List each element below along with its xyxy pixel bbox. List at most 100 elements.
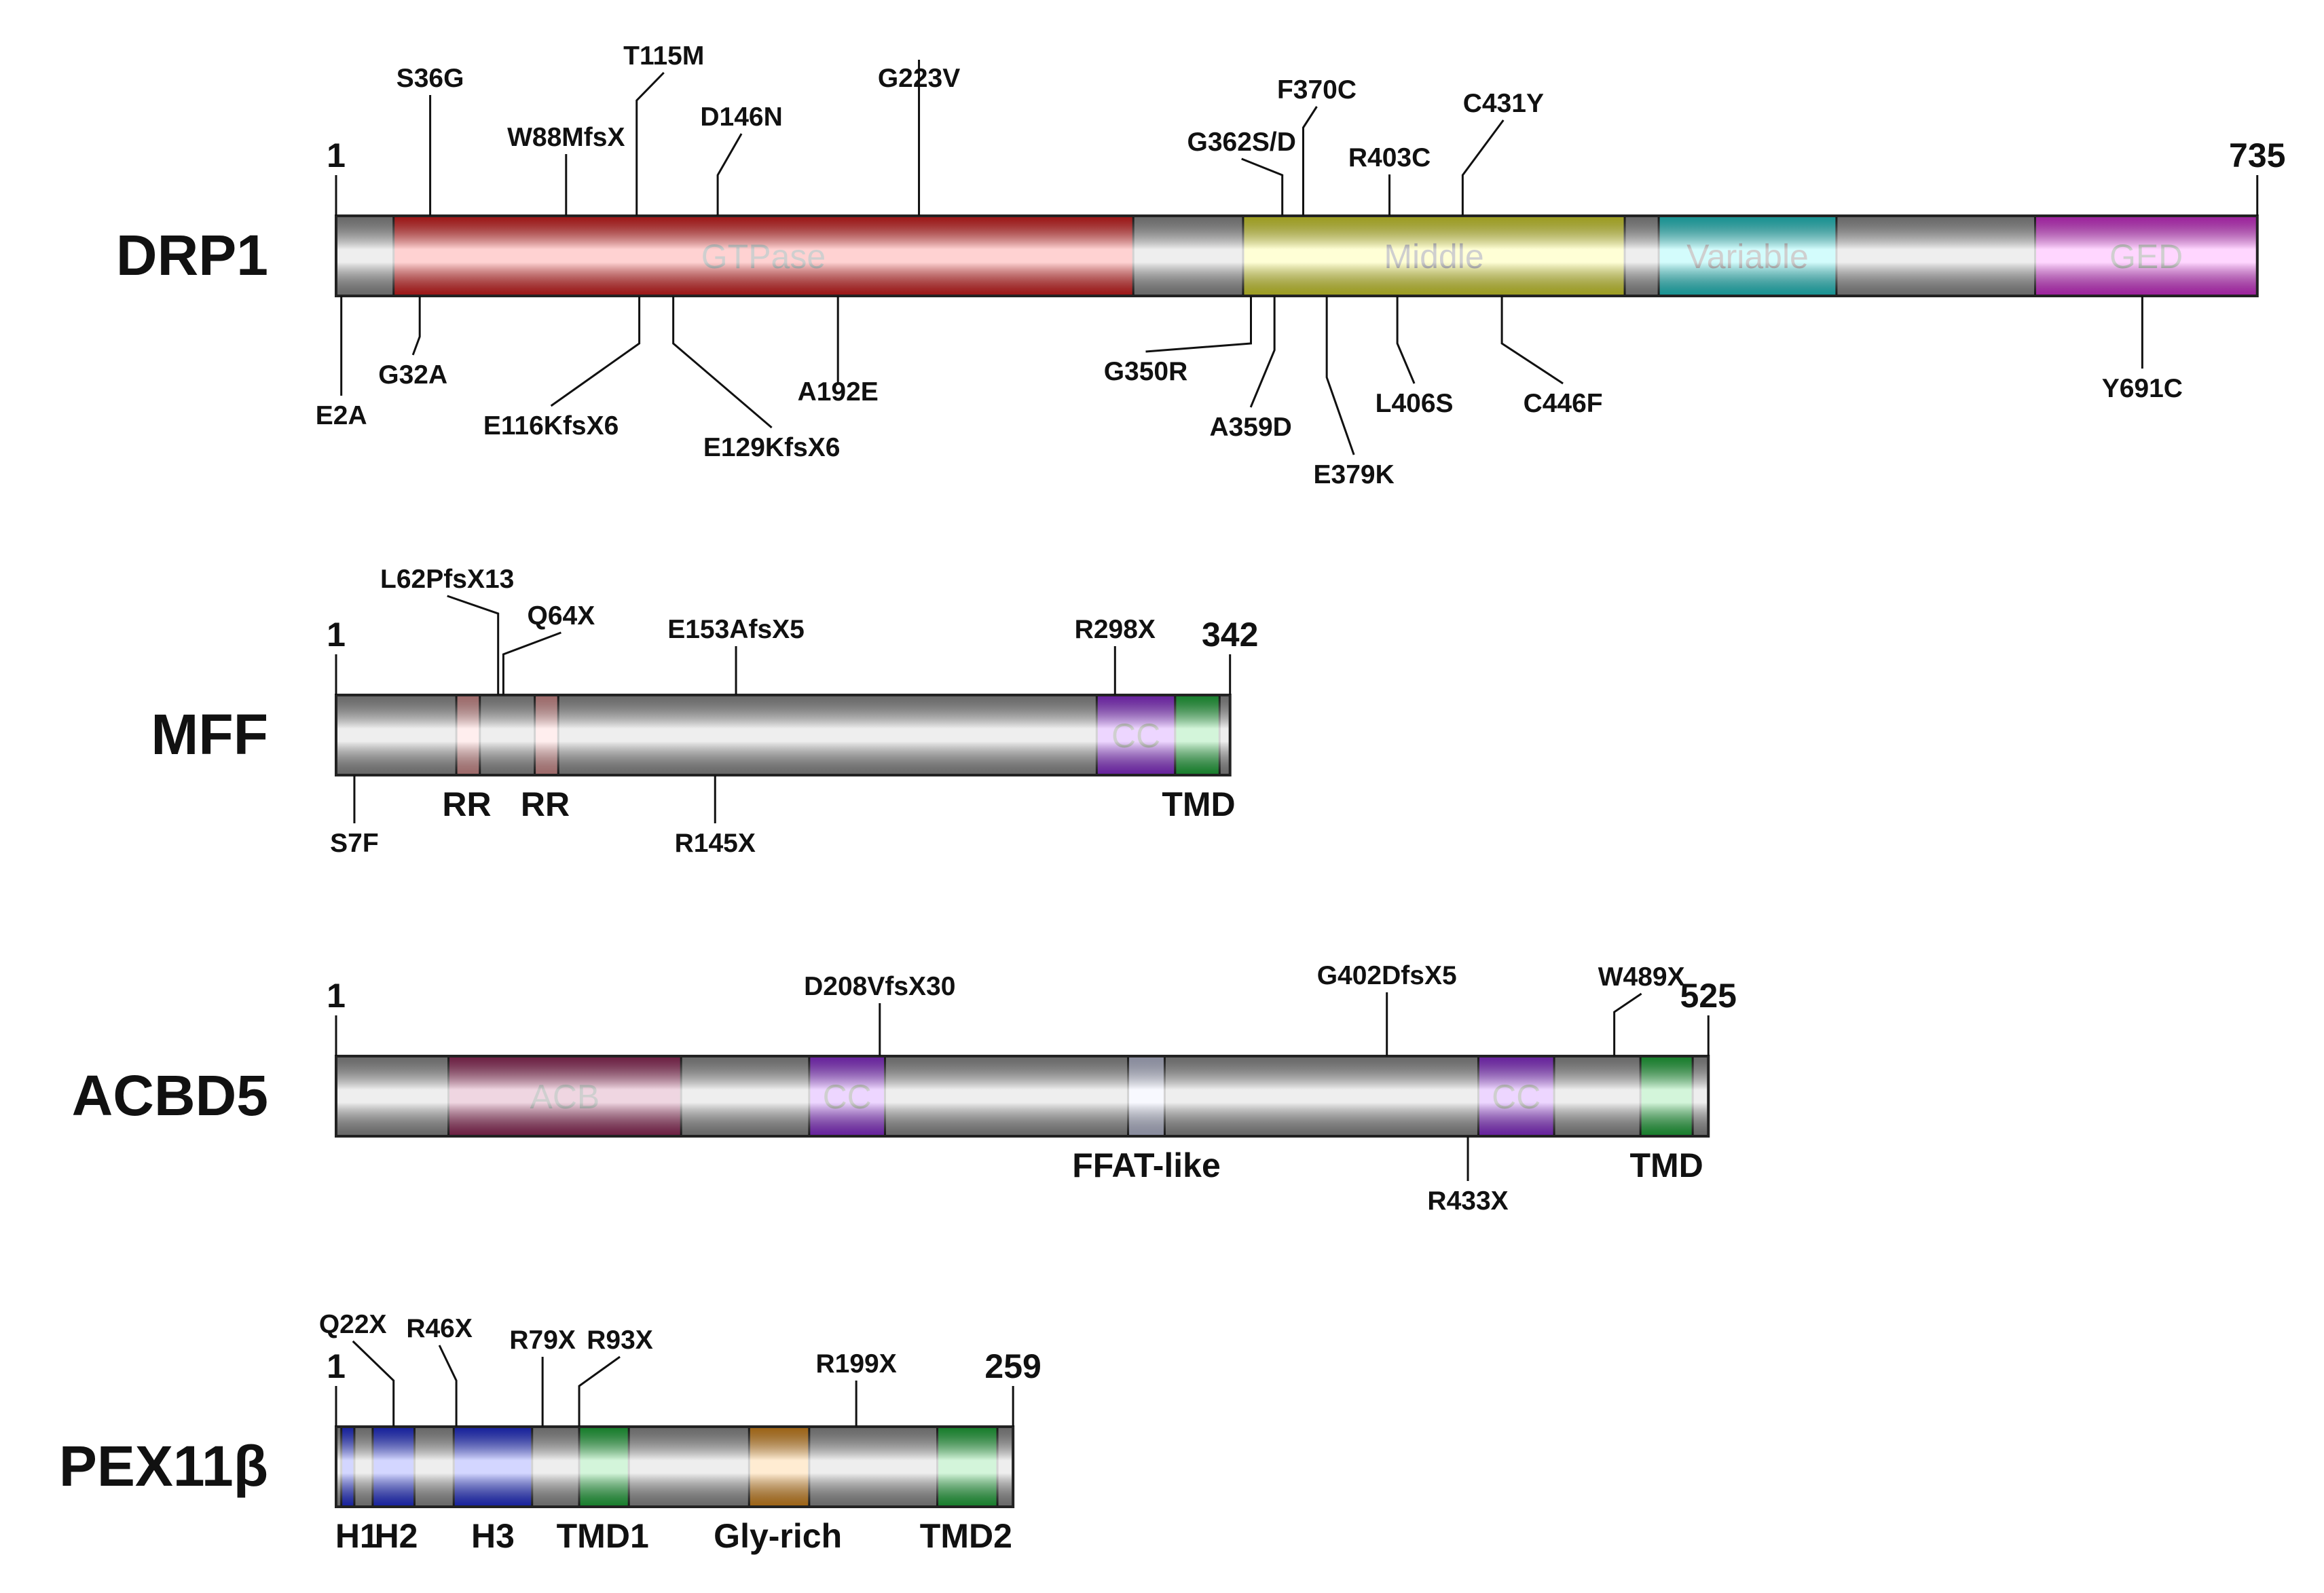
mutation-label: Y691C (2102, 374, 2183, 403)
mutation-label: R403C (1348, 143, 1431, 172)
mutation-marker: E153AfsX5 (667, 615, 805, 695)
mutation-marker: Q64X (502, 601, 595, 695)
mutation-label: R433X (1427, 1186, 1508, 1216)
mutation-marker: E116KfsX6 (483, 296, 641, 441)
mutation-marker: W489X (1598, 962, 1685, 1056)
start-position-label: 1 (327, 977, 346, 1015)
mutation-label: Q22X (319, 1310, 387, 1339)
mutation-leader-line (1241, 157, 1284, 216)
mutation-label: C446F (1524, 389, 1603, 418)
mutation-label: L406S (1376, 389, 1454, 418)
mutation-label: S36G (396, 64, 464, 93)
mutation-marker: G350R (1104, 296, 1252, 386)
mutation-label: C431Y (1463, 89, 1544, 118)
mutation-marker: C431Y (1461, 89, 1544, 216)
domain-gly (748, 1425, 811, 1508)
mutation-marker: L62PfsX13 (380, 565, 514, 695)
domain-label: ACB (530, 1078, 600, 1116)
start-position-label: 1 (327, 136, 346, 174)
backbone-outline (335, 694, 1232, 776)
mutation-marker: D208VfsX30 (804, 972, 955, 1056)
domain-rr (534, 694, 559, 776)
mutation-leader-line (447, 595, 500, 695)
mutation-leader-line (550, 296, 641, 407)
domain-label: Middle (1384, 238, 1483, 276)
mutation-marker: R298X (1075, 615, 1156, 695)
mutation-label: D146N (700, 102, 782, 132)
mutation-marker: G402DfsX5 (1317, 961, 1457, 1056)
end-position-label: 342 (1202, 616, 1258, 654)
mutation-marker: R433X (1427, 1136, 1509, 1216)
domain-caption: H3 (471, 1517, 515, 1555)
mutation-leader-line (352, 1340, 395, 1427)
mutation-label: G350R (1104, 357, 1188, 386)
mutation-marker: L406S (1376, 296, 1454, 418)
mutation-label: W88MfsX (507, 123, 625, 152)
domain-caption: Gly-rich (714, 1517, 842, 1555)
mutation-label: Q64X (528, 601, 595, 631)
mutation-leader-line (1461, 119, 1505, 216)
mutation-marker: S36G (396, 64, 464, 216)
mutation-label: G402DfsX5 (1317, 961, 1457, 990)
mutation-label: E2A (316, 401, 367, 430)
mutation-marker: A359D (1209, 296, 1292, 442)
start-position-label: 1 (327, 1347, 346, 1385)
domain-caption: RR (521, 785, 570, 823)
mutation-label: G32A (378, 360, 447, 390)
mutation-label: L62PfsX13 (380, 565, 514, 594)
mutation-leader-line (672, 296, 773, 429)
domain-label: Variable (1686, 238, 1809, 276)
mutation-marker: R93X (578, 1326, 653, 1427)
backbone-outline (335, 1425, 1015, 1508)
mutation-marker: D146N (700, 102, 783, 216)
mutation-marker: S7F (330, 775, 379, 858)
protein-name: DRP1 (116, 223, 268, 287)
mutation-label: E116KfsX6 (483, 411, 619, 441)
mutation-marker: Q22X (319, 1310, 395, 1427)
domain-caption: H2 (375, 1517, 418, 1555)
domain-rr (455, 694, 481, 776)
mutation-marker: Y691C (2102, 296, 2183, 403)
mutation-label: E153AfsX5 (667, 615, 805, 644)
mutation-label: E129KfsX6 (703, 433, 841, 462)
domain-label: CC (1111, 717, 1160, 755)
mutation-label: F370C (1277, 75, 1357, 105)
mutation-marker: A192E (798, 296, 879, 407)
mutation-label: A192E (798, 377, 879, 407)
mutation-marker: R145X (675, 775, 756, 858)
mutation-leader-line (1249, 296, 1276, 408)
mutation-marker: E129KfsX6 (672, 296, 841, 462)
mutation-marker: R79X (509, 1326, 576, 1427)
domain-tmd (1639, 1055, 1694, 1138)
domain-tmd (1174, 694, 1221, 776)
mutation-label: R145X (675, 829, 756, 858)
domain-h (371, 1425, 416, 1508)
end-position-label: 525 (1680, 977, 1737, 1015)
domain-ffat (1127, 1055, 1166, 1138)
mutation-leader-line (1396, 296, 1416, 384)
mutation-label: E379K (1314, 460, 1395, 489)
mutation-marker: R403C (1348, 143, 1431, 216)
mutation-label: G362S/D (1187, 128, 1295, 157)
mutation-marker: E379K (1314, 296, 1395, 489)
mutation-marker: G32A (378, 296, 447, 390)
mutation-marker: T115M (623, 41, 704, 216)
domain-tmd (936, 1425, 999, 1508)
mutation-label: W489X (1598, 962, 1685, 992)
mutation-leader-line (1302, 106, 1318, 216)
domain-caption: FFAT-like (1072, 1146, 1221, 1184)
domain-h (452, 1425, 534, 1508)
domain-caption: TMD2 (920, 1517, 1012, 1555)
mutation-marker: E2A (316, 296, 367, 430)
backbone-outline (335, 214, 2259, 297)
domain-caption: TMD1 (557, 1517, 649, 1555)
mutation-leader-line (1500, 296, 1564, 385)
mutation-leader-line (411, 296, 421, 356)
start-position-label: 1 (327, 616, 346, 654)
domain-caption: H1 (335, 1517, 379, 1555)
mutation-leader-line (635, 71, 665, 216)
domain-h (340, 1425, 356, 1508)
